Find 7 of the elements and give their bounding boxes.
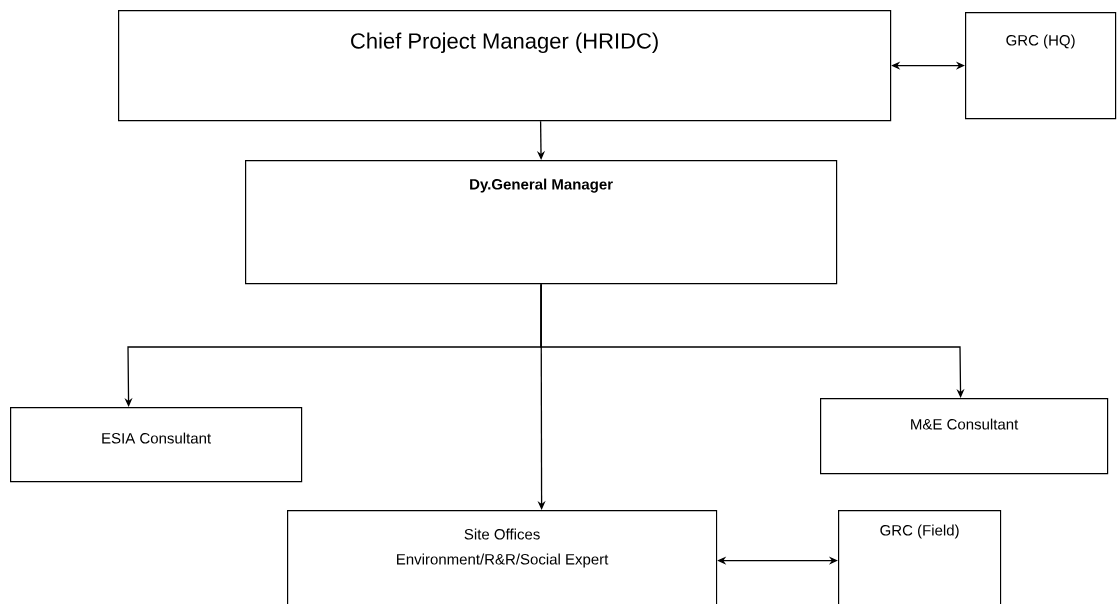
org-box: GRC (Field) — [838, 510, 1002, 604]
org-box: GRC (HQ) — [965, 12, 1117, 120]
org-box: Site Offices Environment/R&R/Social Expert — [287, 510, 718, 604]
org-box: ESIA Consultant — [10, 407, 303, 483]
org-box: M&E Consultant — [820, 398, 1109, 475]
org-box: Chief Project Manager (HRIDC) — [118, 10, 892, 122]
org-box: Dy.General Manager — [245, 160, 838, 285]
